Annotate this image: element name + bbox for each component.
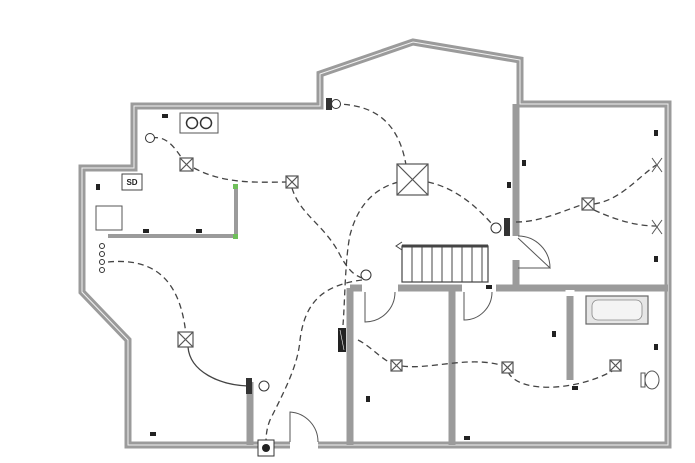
smoke-detector: SD <box>121 173 143 191</box>
pendant-light-icon <box>145 98 510 394</box>
stove-icon <box>179 112 219 134</box>
appliance-box <box>95 205 123 231</box>
light-fixture <box>581 197 595 211</box>
outlet-strip-icon <box>99 243 105 273</box>
light-fixture <box>179 157 194 172</box>
meter-icon <box>257 439 275 457</box>
outlet-markers <box>233 184 238 239</box>
interior-walls <box>108 104 668 445</box>
wiring <box>107 103 657 445</box>
door-openings <box>290 236 575 450</box>
wall-light-icon <box>651 157 663 235</box>
door-swings <box>289 235 551 443</box>
light-fixture <box>285 175 299 189</box>
toilet-icon <box>640 370 660 390</box>
light-fixture <box>609 359 622 372</box>
outer-walls <box>78 38 672 449</box>
smoke-detector-label: SD <box>126 178 137 187</box>
ceiling-fan-fixture <box>396 163 429 196</box>
switch-markers <box>96 114 658 440</box>
staircase <box>395 241 489 283</box>
bathtub <box>585 295 649 325</box>
light-fixture <box>177 331 194 348</box>
light-fixture <box>390 359 403 372</box>
electrical-panel-icon <box>338 328 346 352</box>
light-fixture <box>501 361 514 374</box>
